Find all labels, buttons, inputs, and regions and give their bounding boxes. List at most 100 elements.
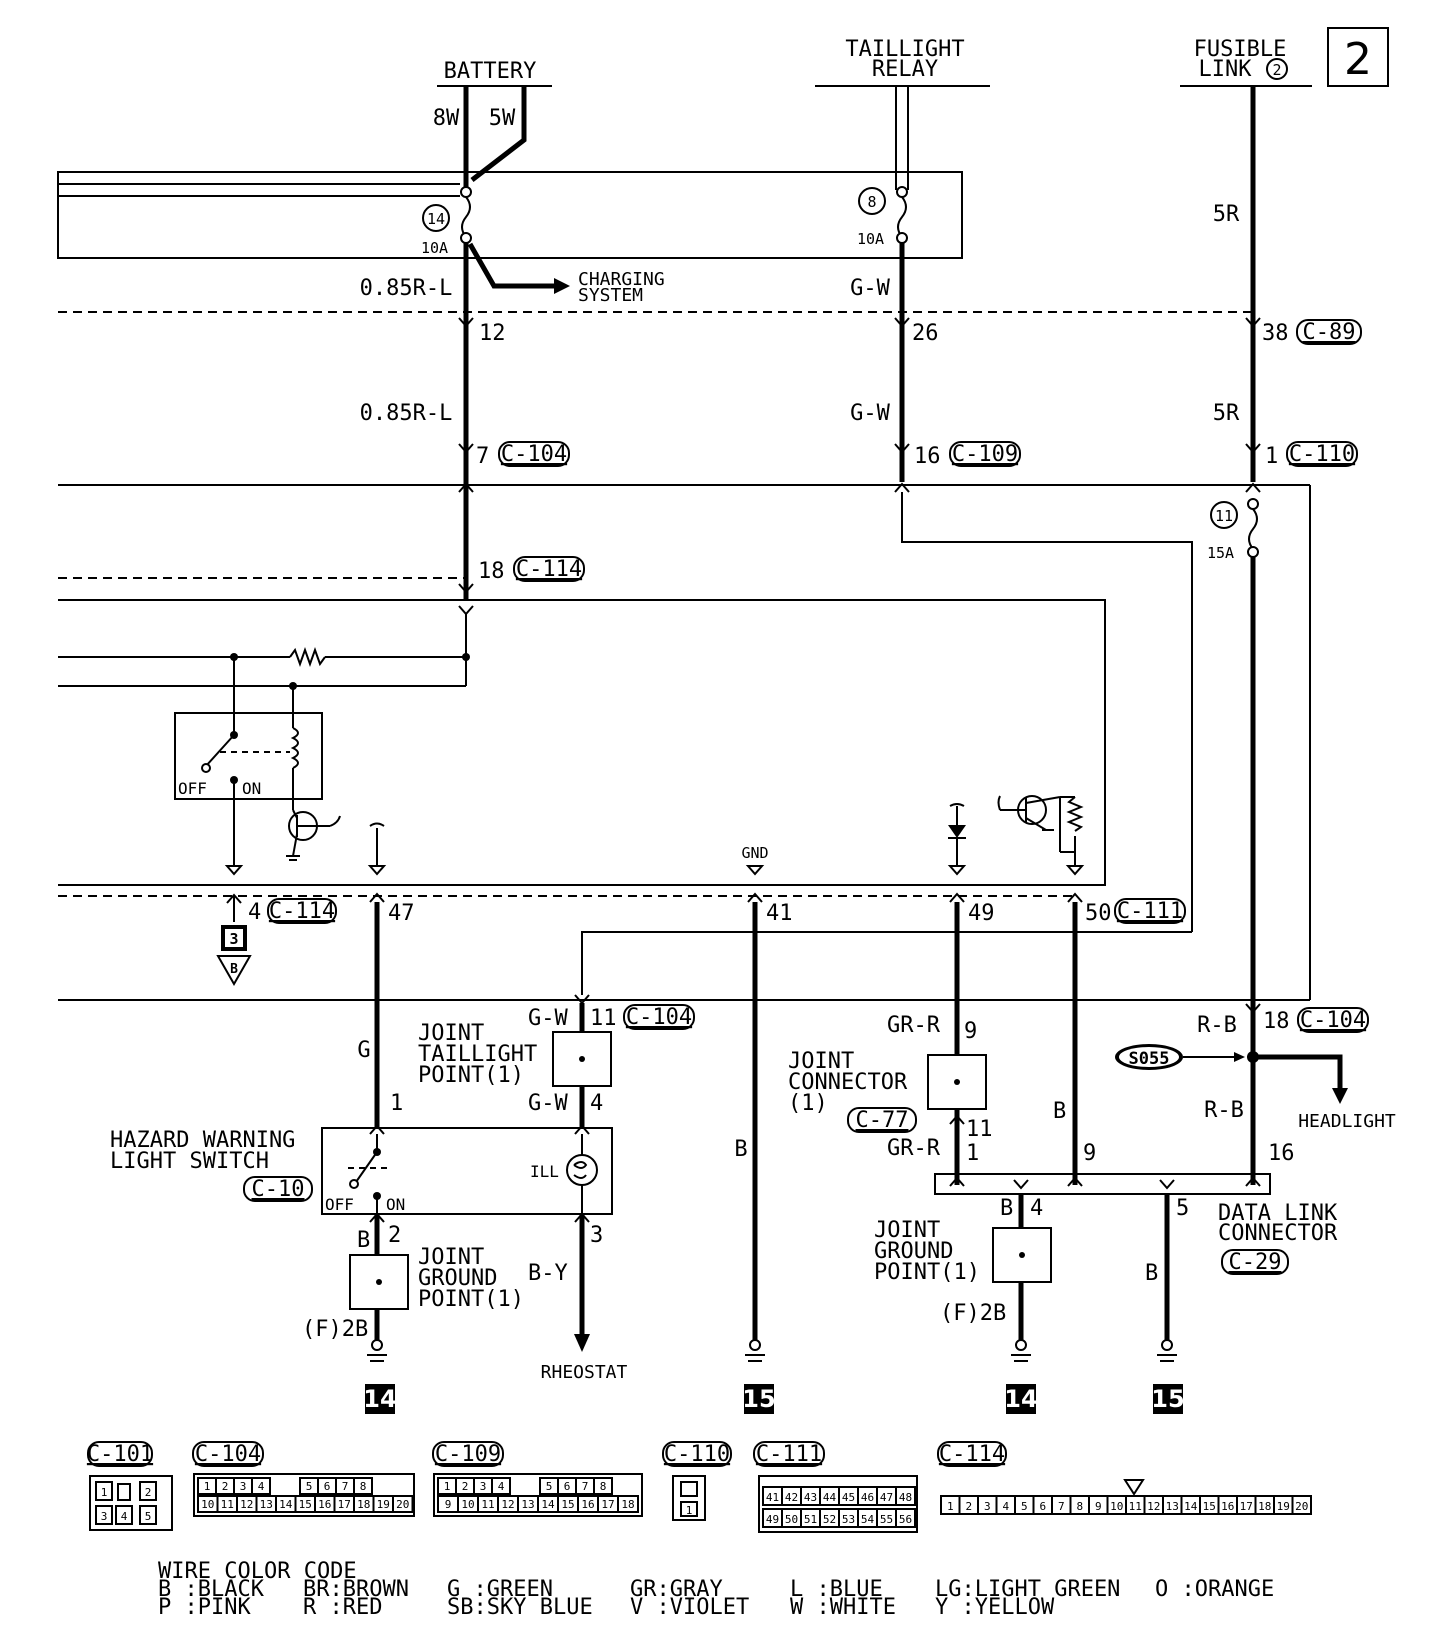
- charging-system-branch: CHARGING SYSTEM: [467, 242, 665, 306]
- c104-pin: 2: [222, 1480, 229, 1493]
- c104-pin: 3: [240, 1480, 247, 1493]
- c114-pin: 13: [1166, 1500, 1179, 1513]
- svg-text:14: 14: [363, 1385, 396, 1413]
- connector-c104-tag-2: C-104: [623, 1004, 695, 1030]
- headlight-label: HEADLIGHT: [1298, 1111, 1396, 1132]
- wire-label: B-Y: [528, 1261, 568, 1286]
- wire-label: 5R: [1213, 202, 1240, 227]
- c104-pin: 8: [360, 1480, 367, 1493]
- battery-label: BATTERY: [444, 59, 537, 84]
- wire-label: B: [1053, 1099, 1066, 1124]
- c101-pin: 5: [145, 1510, 152, 1523]
- svg-text:ON: ON: [386, 1195, 405, 1214]
- c114-pin: 11: [1129, 1500, 1142, 1513]
- c111-pin: 54: [861, 1513, 875, 1526]
- svg-text:CONNECTOR: CONNECTOR: [1218, 1221, 1338, 1246]
- c109-pin: 13: [521, 1498, 534, 1511]
- svg-text:GROUND: GROUND: [874, 1239, 953, 1264]
- pin-label: 16: [1268, 1141, 1295, 1166]
- meter-relay: OFF ON: [174, 657, 323, 860]
- c104-pin: 14: [279, 1498, 293, 1511]
- taillight-label-2: RELAY: [872, 57, 938, 82]
- svg-text:C-111: C-111: [1117, 899, 1183, 924]
- svg-text:C-114: C-114: [939, 1442, 1005, 1467]
- svg-text:C-101: C-101: [87, 1442, 153, 1467]
- c104-pin: 5: [306, 1480, 313, 1493]
- svg-text:C-114: C-114: [516, 557, 582, 582]
- c111-pin: 51: [804, 1513, 817, 1526]
- pin-label: 9: [964, 1019, 977, 1044]
- svg-text:C-89: C-89: [1303, 320, 1356, 345]
- c111-pin: 55: [880, 1513, 893, 1526]
- wire-label: G-W: [850, 401, 890, 426]
- connector-ref-box-3: 3: [221, 925, 247, 951]
- connector-c114-tag-2: C-114: [267, 898, 337, 924]
- wire-label: 0.85R-L: [360, 401, 453, 426]
- wire-label: G-W: [528, 1006, 568, 1031]
- svg-text:POINT(1): POINT(1): [418, 1063, 524, 1088]
- taillight-label-1: TAILLIGHT: [845, 37, 964, 62]
- transistor-right-icon: [997, 795, 1085, 876]
- c114-pin: 18: [1258, 1500, 1271, 1513]
- svg-text:TAILLIGHT: TAILLIGHT: [418, 1042, 537, 1067]
- pin-label: 49: [968, 901, 995, 926]
- c114-pin: 4: [1002, 1500, 1009, 1513]
- svg-text:V :VIOLET: V :VIOLET: [630, 1595, 749, 1620]
- svg-text:LG:LIGHT GREEN: LG:LIGHT GREEN: [935, 1577, 1120, 1602]
- c109-pin: 3: [480, 1480, 487, 1493]
- c111-pin: 46: [861, 1491, 874, 1504]
- wire-label: B: [357, 1228, 370, 1253]
- c104-pin: 4: [258, 1480, 265, 1493]
- c114-pin: 19: [1277, 1500, 1290, 1513]
- c109-pin: 11: [481, 1498, 494, 1511]
- joint-ground-point-left: JOINT GROUND POINT(1) (F)2B: [302, 1245, 524, 1342]
- svg-text:JOINT: JOINT: [874, 1218, 940, 1243]
- c109-pin: 17: [601, 1498, 614, 1511]
- c111-pin: 43: [804, 1491, 817, 1504]
- c104-pin: 13: [260, 1498, 273, 1511]
- pin-label: 47: [388, 901, 415, 926]
- charging-label-2: SYSTEM: [578, 285, 643, 306]
- c111-pin: 44: [823, 1491, 837, 1504]
- svg-text:JOINT: JOINT: [418, 1245, 484, 1270]
- battery-source: BATTERY: [437, 59, 552, 87]
- joint-connector: JOINT CONNECTOR (1) C-77: [788, 1049, 987, 1133]
- svg-text:3: 3: [229, 930, 238, 948]
- svg-text:L :BLUE: L :BLUE: [790, 1577, 883, 1602]
- transistor-icon: [286, 809, 341, 861]
- on-label: ON: [242, 779, 261, 798]
- gnd-label: GND: [741, 844, 768, 862]
- page-number: 2: [1344, 34, 1372, 85]
- svg-text:C-109: C-109: [952, 442, 1018, 467]
- c104-pin: 10: [201, 1498, 214, 1511]
- fuse-8-number: 8: [867, 193, 876, 211]
- joint-ground-point-right: JOINT GROUND POINT(1) (F)2B: [874, 1218, 1052, 1326]
- connector-c110-tag: C-110: [1286, 441, 1358, 467]
- svg-text:14: 14: [1004, 1385, 1037, 1413]
- svg-text:SB:SKY BLUE: SB:SKY BLUE: [447, 1595, 593, 1620]
- svg-text:JOINT: JOINT: [418, 1021, 484, 1046]
- svg-text:ILL: ILL: [530, 1162, 559, 1181]
- svg-text:JOINT: JOINT: [788, 1049, 854, 1074]
- svg-text:LIGHT SWITCH: LIGHT SWITCH: [110, 1149, 269, 1174]
- fuse-14-amps: 10A: [421, 239, 448, 257]
- pin-label: 41: [766, 901, 793, 926]
- pin-label: 4: [1030, 1196, 1043, 1221]
- c109-pin: 4: [498, 1480, 505, 1493]
- c109-pin: 6: [564, 1480, 571, 1493]
- svg-text:C-109: C-109: [435, 1442, 501, 1467]
- svg-text:W :WHITE: W :WHITE: [790, 1595, 896, 1620]
- c101-pin: 2: [145, 1486, 152, 1499]
- wire-label: G: [357, 1038, 370, 1063]
- c111-pin: 41: [766, 1491, 779, 1504]
- c114-pin: 12: [1147, 1500, 1160, 1513]
- wire-label: B: [734, 1137, 747, 1162]
- hazard-warning-light-switch: HAZARD WARNING LIGHT SWITCH C-10 OFF ON …: [110, 1127, 613, 1215]
- c114-pin: 8: [1076, 1500, 1083, 1513]
- connector-c109-tag: C-109: [949, 441, 1021, 467]
- svg-text:C-111: C-111: [756, 1442, 822, 1467]
- off-label: OFF: [178, 779, 207, 798]
